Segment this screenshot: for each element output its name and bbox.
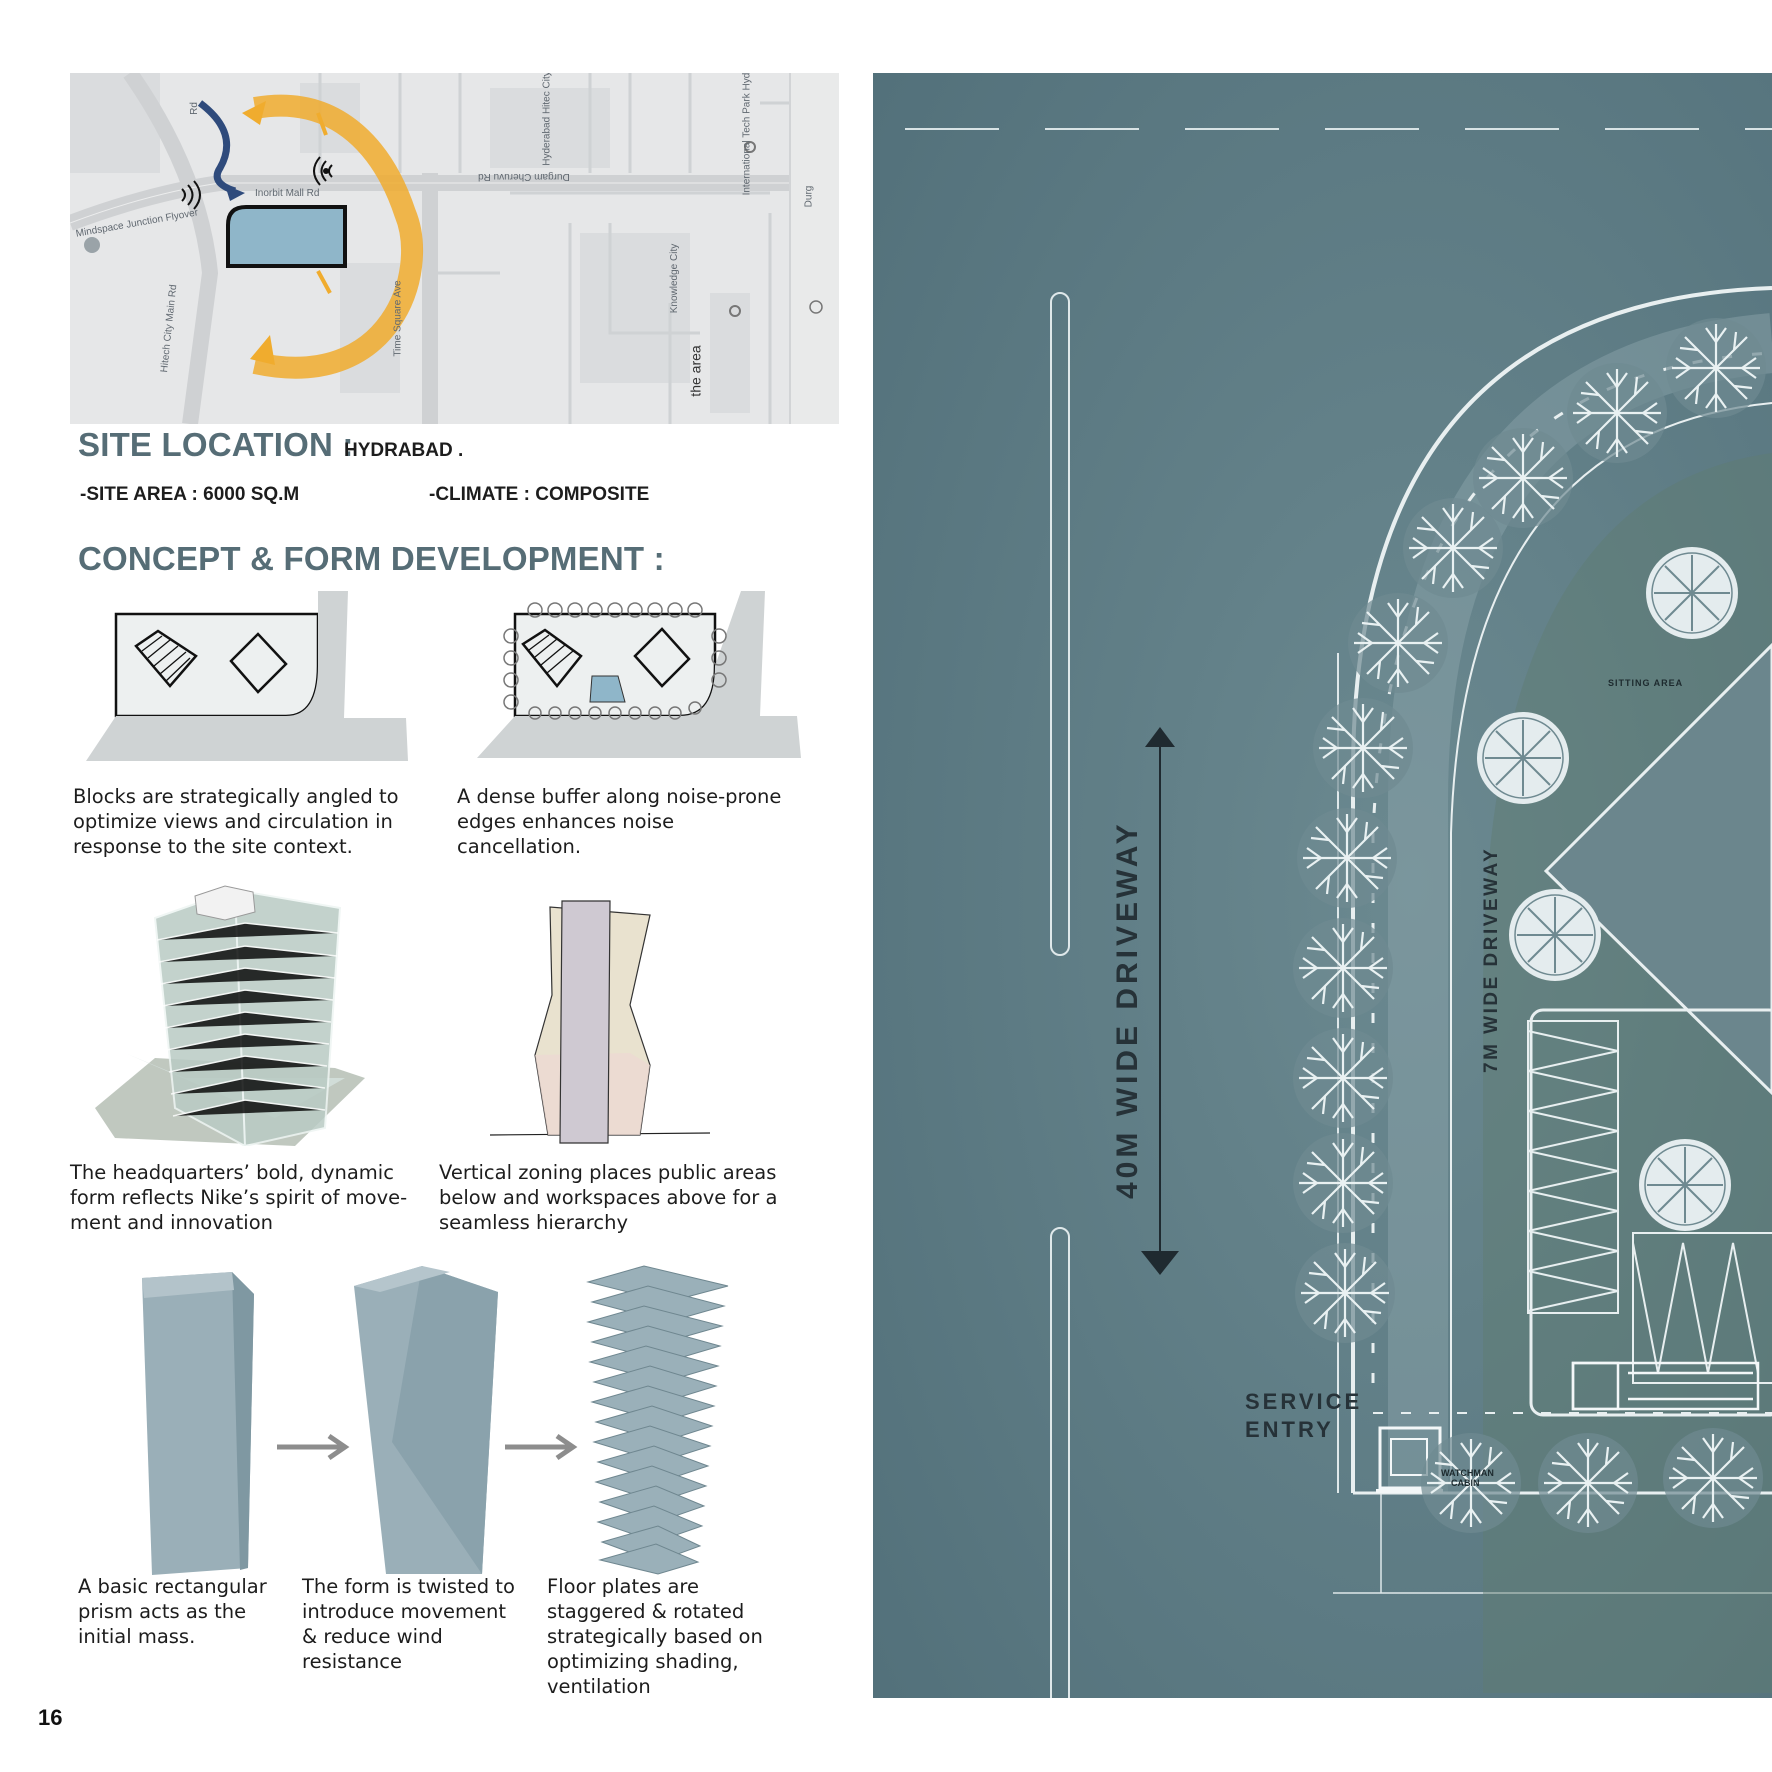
map-road-label: Time Square Ave (392, 280, 404, 357)
vertical-zoning-sketch (490, 900, 711, 1144)
watchman-cabin-label: WATCHMAN (1441, 1468, 1494, 1478)
staggered-floor-plates (586, 1265, 729, 1575)
map-road-label: Durgam Cheruvu Rd (478, 171, 570, 182)
map-area-label: the area (687, 345, 704, 397)
caption-plates: Floor plates are staggered & rotated str… (547, 1575, 763, 1698)
twisted-mass (354, 1266, 498, 1574)
map-road-label: Knowledge City (669, 243, 681, 314)
site-location-city: HYDRABAD . (344, 440, 464, 461)
driveway-40m-label: 40M WIDE DRIVEWAY (1111, 820, 1144, 1199)
page-number: 16 (38, 1705, 63, 1730)
site-location-map: Inorbit Mall Rd Mindspace Junction Flyov… (70, 73, 839, 424)
map-road-label: International Tech Park Hyderabad (741, 73, 753, 196)
caption-blocks: Blocks are strategically angled to optim… (73, 785, 399, 858)
map-road-label: Hyderabad Hitec City (541, 73, 553, 166)
map-road-label: Durg (803, 185, 815, 208)
caption-zoning: Vertical zoning places public areas belo… (439, 1161, 778, 1234)
caption-twist: The form is twisted to introduce movemen… (302, 1575, 515, 1673)
site-area: -SITE AREA : 6000 SQ.M (80, 484, 300, 505)
caption-prism: A basic rectangular prism acts as the in… (78, 1575, 267, 1648)
arrow-right-icon (505, 1433, 578, 1461)
site-plan: 40M WIDE DRIVEWAY 7M WIDE DRIVEWAY SERVI… (873, 73, 1772, 1698)
prism-mass (142, 1272, 254, 1575)
arrow-right-icon (277, 1433, 350, 1461)
caption-headquarters: The headquarters’ bold, dynamic form ref… (70, 1161, 408, 1234)
watchman-cabin-label-2: CABIN (1451, 1478, 1480, 1488)
sitting-area-label: SITTING AREA (1608, 678, 1684, 688)
glass-tower-render (95, 885, 365, 1146)
map-road-label: Inorbit Mall Rd (255, 188, 320, 199)
site-plan-drawing (873, 73, 1772, 1698)
concept-heading: CONCEPT & FORM DEVELOPMENT : (78, 540, 665, 577)
noise-buffer-diagram (477, 591, 801, 758)
driveway-7m-label: 7M WIDE DRIVEWAY (1481, 846, 1502, 1073)
blocks-angle-diagram (86, 591, 408, 761)
map-graphic (70, 73, 839, 424)
caption-buffer: A dense buffer along noise-prone edges e… (457, 785, 782, 858)
service-entry-label: SERVICE (1245, 1389, 1363, 1414)
map-road-label: Rd (188, 102, 200, 115)
site-location-heading: SITE LOCATION : (78, 426, 354, 463)
site-climate: -CLIMATE : COMPOSITE (429, 484, 650, 505)
service-entry-label-2: ENTRY (1245, 1417, 1334, 1442)
